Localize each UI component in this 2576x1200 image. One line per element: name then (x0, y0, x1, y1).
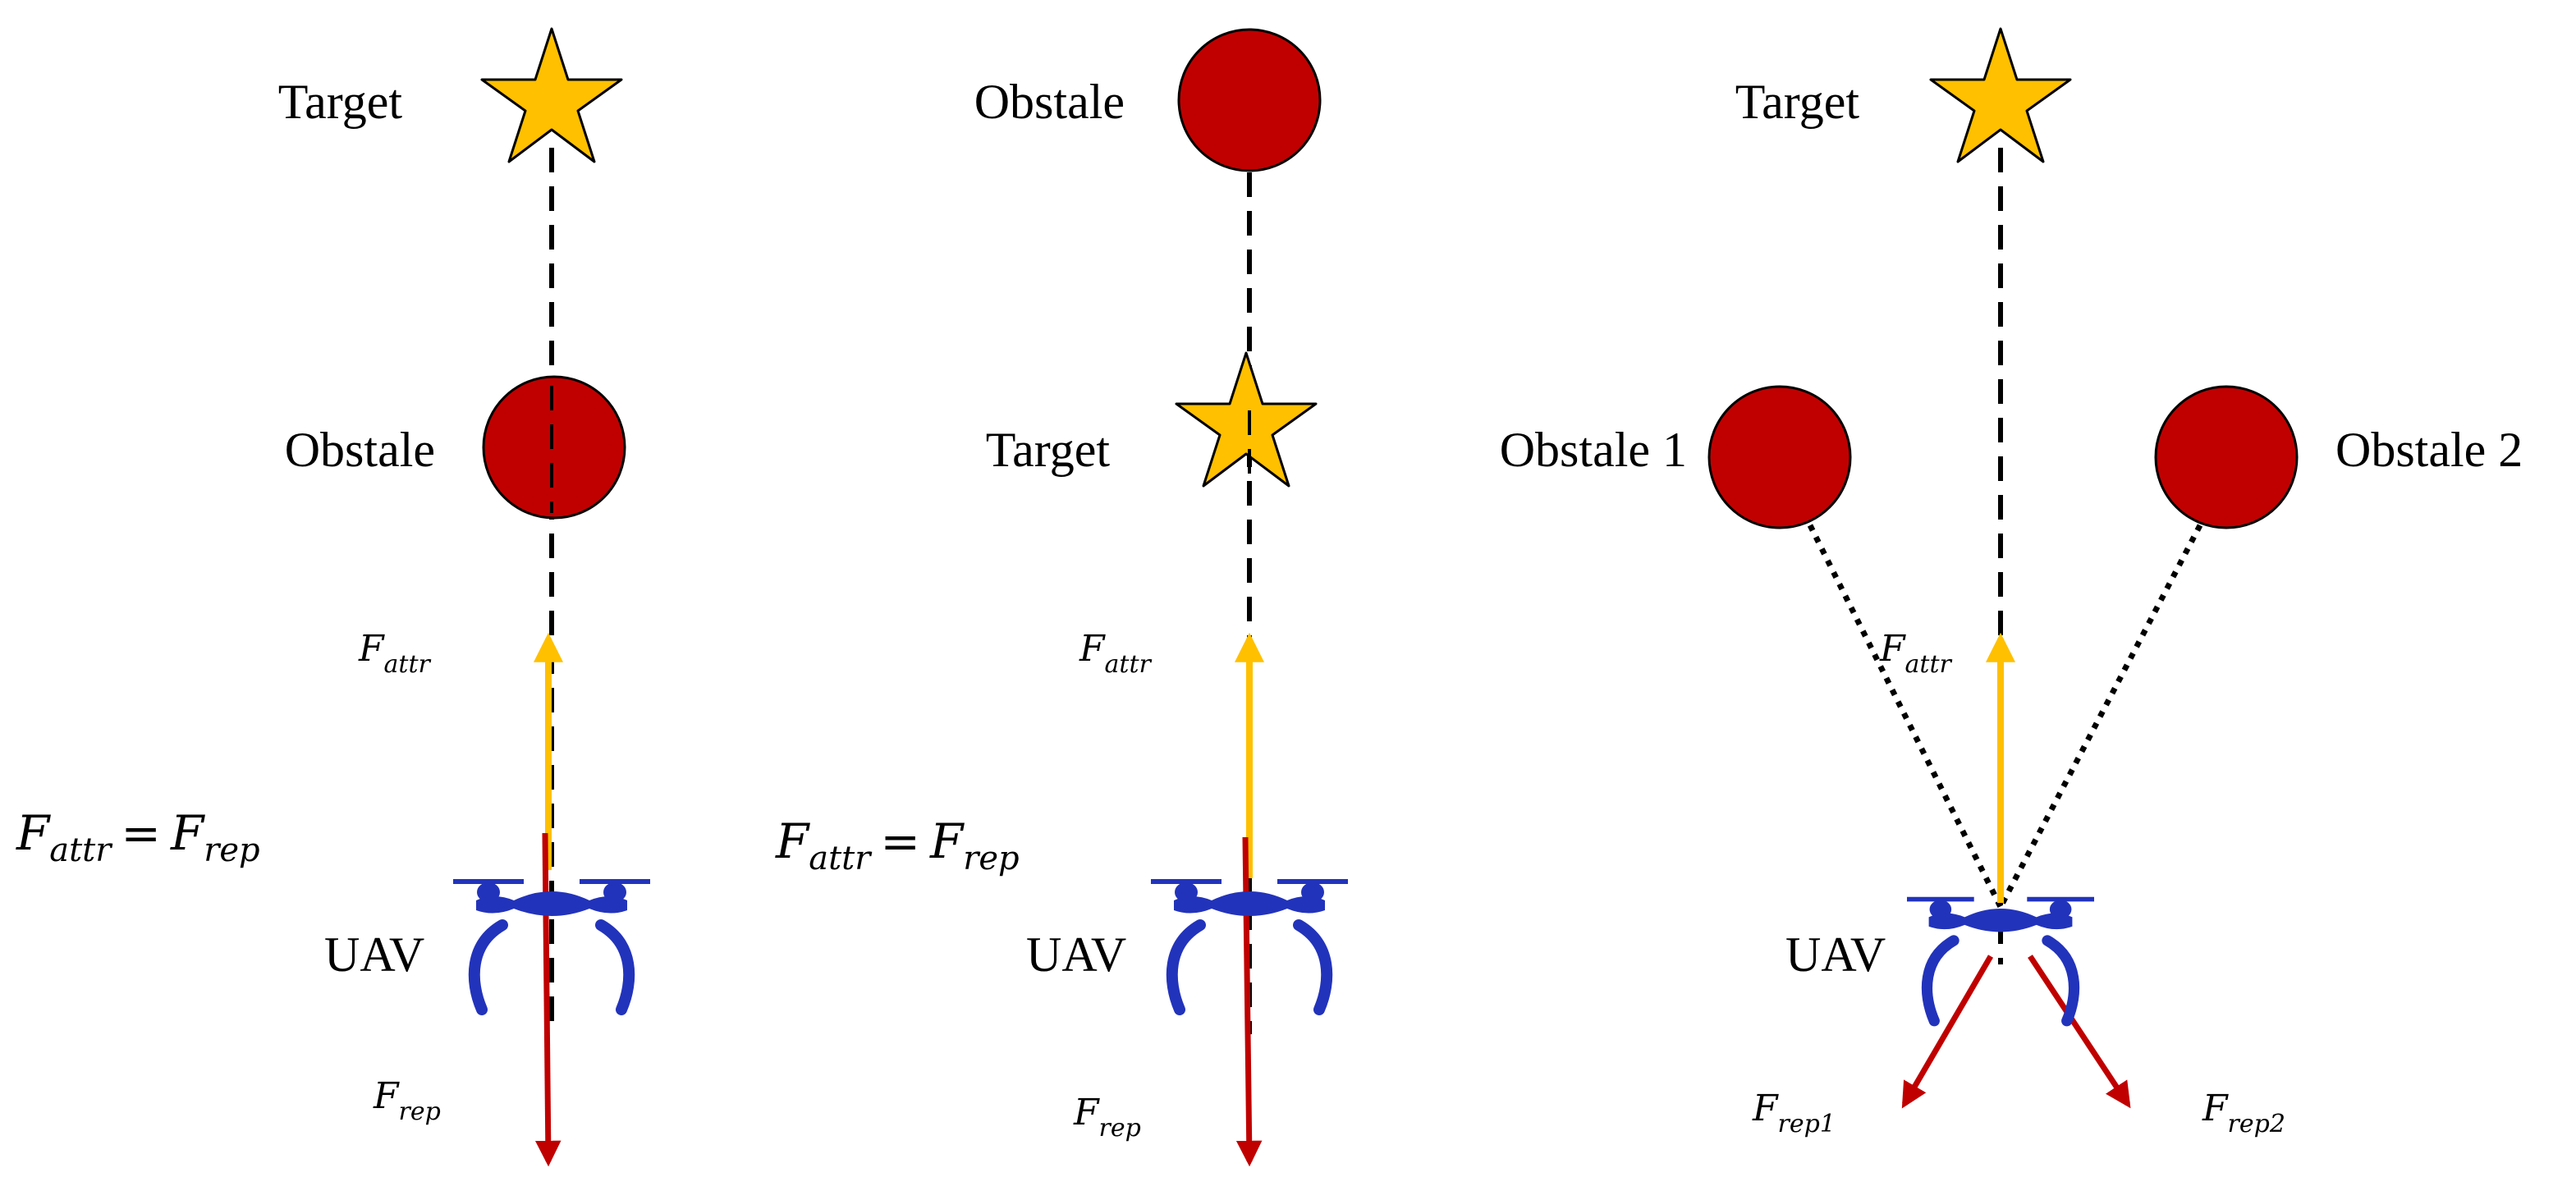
target-label: Target (1735, 75, 1860, 129)
panel-3: Target Obstale 1 Obstale 2 UAV Fattr Fre… (1500, 27, 2523, 1138)
dotted-obstacle-line-2 (1997, 524, 2203, 909)
target-star (1929, 27, 2072, 163)
uav-label: UAV (324, 927, 424, 982)
repulsive-force-label: Frep (1073, 1092, 1141, 1143)
obstacle-label-1: Obstale 1 (1500, 423, 1687, 477)
repulsive-force-arrow-1 (1901, 955, 1994, 1109)
repulsive-force-label-2: Frep2 (2202, 1088, 2285, 1138)
dotted-obstacle-line-1 (1807, 524, 2004, 909)
target-star (480, 27, 623, 163)
obstacle-label: Obstale (285, 423, 435, 477)
attractive-force-label: Fattr (358, 628, 432, 679)
target-label: Target (986, 423, 1111, 477)
target-label: Target (278, 75, 403, 129)
panel-2: Obstale Target UAV Fattr Frep Fattr=Frep (775, 28, 1348, 1167)
force-balance-equation: Fattr=Frep (16, 805, 260, 869)
repulsive-force-arrow-2 (2028, 955, 2131, 1109)
obstacle-label: Obstale (974, 75, 1125, 129)
obstacle-circle (482, 375, 626, 520)
obstacle-label-2: Obstale 2 (2335, 423, 2523, 477)
repulsive-force-label-1: Frep1 (1752, 1088, 1836, 1138)
uav-drone-icon (453, 882, 650, 1010)
repulsive-force-label: Frep (373, 1075, 441, 1126)
obstacle-circle (1177, 28, 1322, 172)
uav-label: UAV (1785, 927, 1886, 982)
uav-label: UAV (1026, 927, 1126, 982)
force-balance-equation: Fattr=Frep (775, 813, 1020, 877)
repulsive-force-arrow (1235, 836, 1263, 1167)
attractive-force-label: Fattr (1879, 628, 1953, 679)
panel-1: Target Obstale UAV Fattr Frep Fattr=Frep (16, 27, 650, 1167)
obstacle-circle-2 (2154, 385, 2299, 529)
obstacle-circle-1 (1707, 385, 1852, 529)
target-star (1175, 351, 1318, 488)
attractive-force-label: Fattr (1079, 628, 1153, 679)
repulsive-force-arrow (534, 832, 561, 1167)
